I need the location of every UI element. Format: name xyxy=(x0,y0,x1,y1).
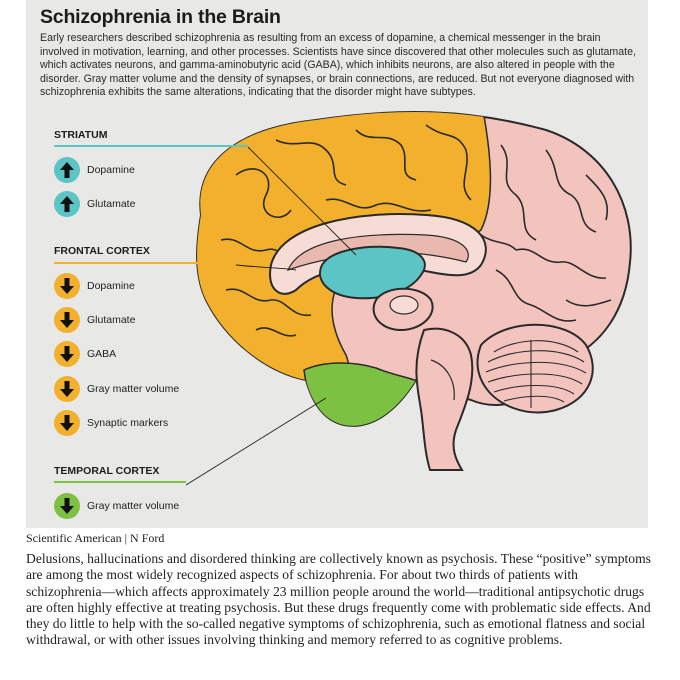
down-arrow-icon xyxy=(54,307,80,333)
brain-illustration xyxy=(185,110,632,486)
section-rule-temporal-cortex xyxy=(54,481,186,483)
brainstem xyxy=(415,327,474,471)
leader-lines xyxy=(185,146,357,486)
frontal-gyri xyxy=(220,124,472,337)
infographic-figure: Schizophrenia in the Brain Early researc… xyxy=(26,0,648,528)
down-arrow-icon xyxy=(54,493,80,519)
section-rule-striatum xyxy=(54,145,248,147)
legend-item: Gray matter volume xyxy=(54,375,179,403)
legend-item-label: Synaptic markers xyxy=(87,417,169,429)
figure-title: Schizophrenia in the Brain xyxy=(40,6,281,28)
section-rule-frontal-cortex xyxy=(54,262,236,264)
legend-item-label: Glutamate xyxy=(87,198,136,210)
legend-item: Glutamate xyxy=(54,306,135,334)
legend-item: Dopamine xyxy=(54,156,135,184)
figure-intro: Early researchers described schizophreni… xyxy=(40,32,636,99)
legend-item-label: Dopamine xyxy=(87,164,135,176)
legend-item-label: Glutamate xyxy=(87,314,136,326)
legend-item: GABA xyxy=(54,340,116,368)
legend-item: Glutamate xyxy=(54,190,135,218)
legend-item-label: Gray matter volume xyxy=(87,383,180,395)
parietal-gyri xyxy=(480,144,612,322)
cerebellum xyxy=(476,323,594,414)
section-heading-striatum: STRIATUM xyxy=(54,129,108,141)
legend-item: Dopamine xyxy=(54,272,135,300)
section-heading-temporal-cortex: TEMPORAL CORTEX xyxy=(54,465,160,477)
down-arrow-icon xyxy=(54,341,80,367)
legend-item-label: Gray matter volume xyxy=(87,500,180,512)
legend-item: Gray matter volume xyxy=(54,492,179,520)
down-arrow-icon xyxy=(54,376,80,402)
legend-item-label: GABA xyxy=(87,348,117,360)
striatum-region xyxy=(319,245,426,300)
down-arrow-icon xyxy=(54,410,80,436)
image-credit: Scientific American | N Ford xyxy=(26,531,165,545)
section-heading-frontal-cortex: FRONTAL CORTEX xyxy=(54,245,150,257)
down-arrow-icon xyxy=(54,273,80,299)
legend-item: Synaptic markers xyxy=(54,409,168,437)
brain-hemisphere xyxy=(196,110,632,471)
legend-item-label: Dopamine xyxy=(87,280,135,292)
up-arrow-icon xyxy=(54,191,80,217)
up-arrow-icon xyxy=(54,157,80,183)
article-paragraph: Delusions, hallucinations and disordered… xyxy=(26,551,651,648)
